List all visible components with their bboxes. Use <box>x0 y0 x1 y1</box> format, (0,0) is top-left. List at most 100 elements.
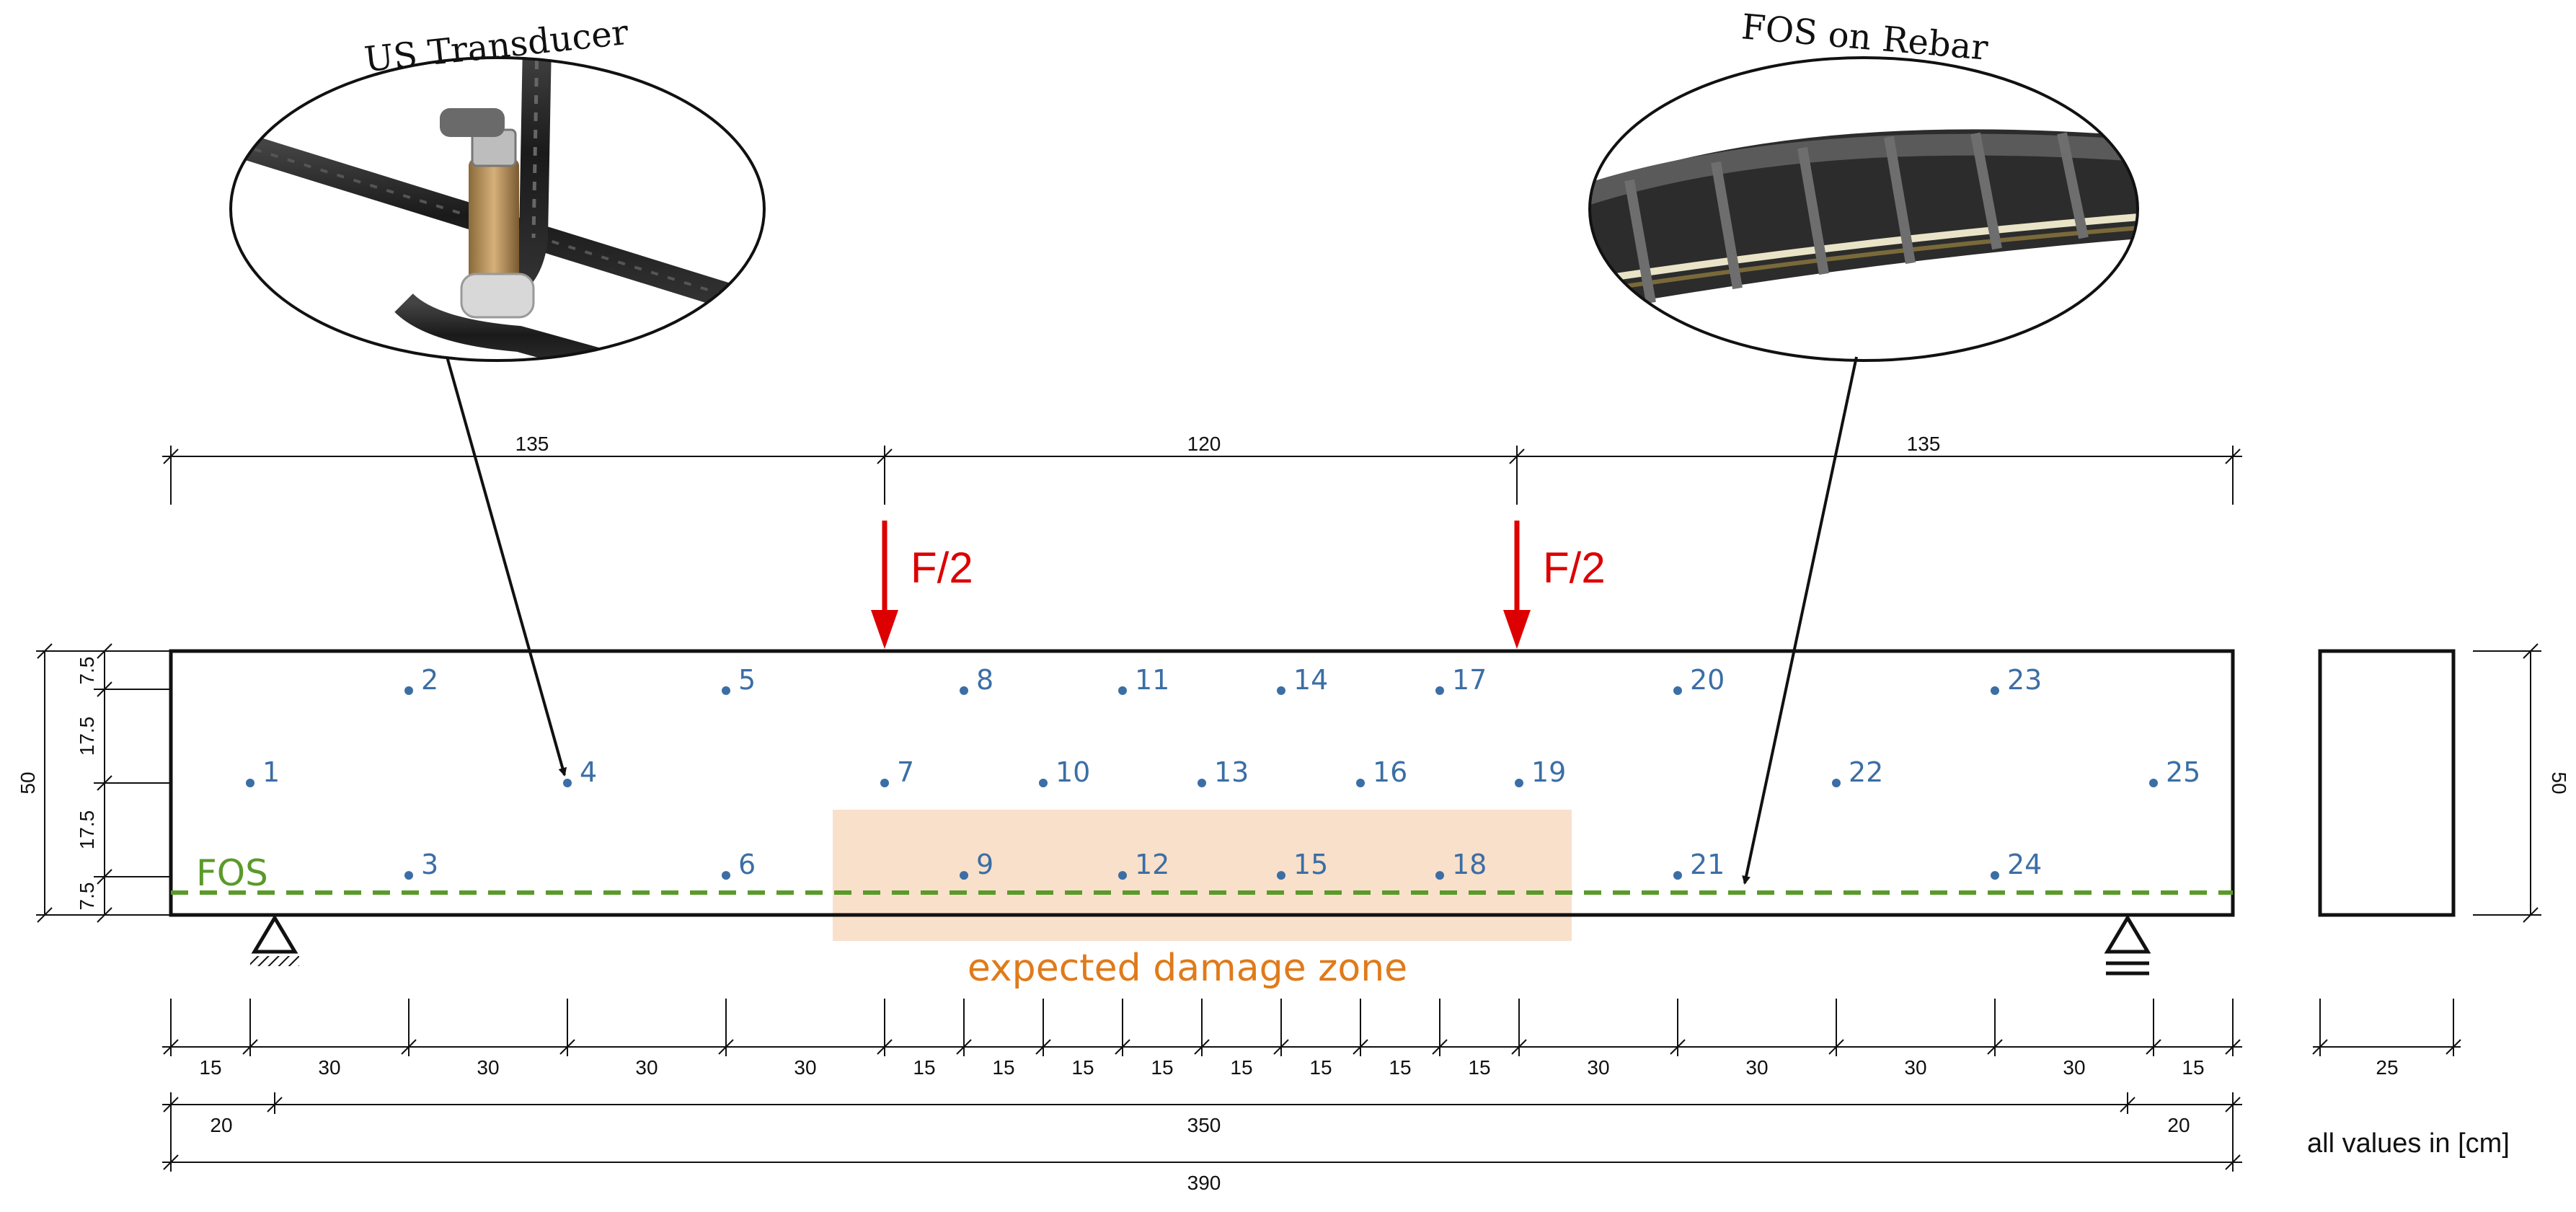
sensor-label-21: 21 <box>1690 849 1725 880</box>
damage-zone <box>833 810 1572 941</box>
load-left-label: F/2 <box>911 544 973 592</box>
sensor-label-18: 18 <box>1452 849 1487 880</box>
height-segment-2: 17.5 <box>76 717 98 756</box>
sensor-point-3 <box>404 871 413 880</box>
bottom-dimension-segment-11: 15 <box>1309 1056 1332 1079</box>
cross-section-outline <box>2318 649 2456 917</box>
sensor-label-13: 13 <box>1214 756 1249 788</box>
sensor-label-23: 23 <box>2007 664 2042 696</box>
sensor-label-17: 17 <box>1452 664 1487 696</box>
bottom-dimension-segment-7: 15 <box>992 1056 1014 1079</box>
height-total-left: 50 <box>17 771 39 794</box>
sensor-point-2 <box>404 686 413 695</box>
beam-outline <box>169 649 2235 917</box>
cross-section: 50 25 <box>2312 643 2570 1079</box>
height-segment-4: 7.5 <box>76 883 98 911</box>
load-right-label: F/2 <box>1543 544 1606 592</box>
left-height-dimensions: 50 7.5 17.5 17.5 7.5 <box>17 643 169 923</box>
sensor-point-15 <box>1277 871 1285 880</box>
damage-zone-label: expected damage zone <box>968 947 1407 990</box>
sensor-point-8 <box>960 686 968 695</box>
bottom-dimension-segment-1: 15 <box>199 1056 221 1079</box>
sensor-point-6 <box>722 871 730 880</box>
sensor-point-11 <box>1118 686 1127 695</box>
sensor-label-5: 5 <box>738 664 756 696</box>
sensor-point-19 <box>1515 779 1523 787</box>
bottom-dimension-segment-8: 15 <box>1071 1056 1094 1079</box>
top-dimension-1: 135 <box>515 433 549 455</box>
bottom-dimension-segment-6: 15 <box>913 1056 935 1079</box>
sensor-label-3: 3 <box>421 849 438 880</box>
bottom-dimension-350: 350 <box>1187 1114 1221 1136</box>
sensor-label-12: 12 <box>1135 849 1169 880</box>
sensor-point-4 <box>563 779 572 787</box>
us-transducer-callout: US Transducer <box>229 12 766 777</box>
fos-rebar-frame <box>1588 56 2139 362</box>
load-left: F/2 <box>871 521 973 649</box>
fos-label: FOS <box>196 852 268 894</box>
sensor-point-7 <box>880 779 889 787</box>
top-dimension-2: 120 <box>1187 433 1221 455</box>
height-segment-3: 17.5 <box>76 810 98 850</box>
units-note: all values in [cm] <box>2307 1128 2510 1159</box>
bottom-dimension-20-left: 20 <box>210 1114 232 1136</box>
sensor-point-14 <box>1277 686 1285 695</box>
top-dimension-3: 135 <box>1907 433 1941 455</box>
sensor-label-7: 7 <box>897 756 914 788</box>
us-transducer-frame <box>229 56 766 362</box>
fos-rebar-callout: FOS on Rebar <box>1588 6 2139 885</box>
us-transducer-photo <box>231 58 764 360</box>
bottom-dimension-segment-4: 30 <box>635 1056 658 1079</box>
bottom-dimension-segment-16: 30 <box>1904 1056 1926 1079</box>
sensor-point-21 <box>1673 871 1682 880</box>
sensor-label-16: 16 <box>1373 756 1407 788</box>
bottom-dimension-segment-15: 30 <box>1745 1056 1768 1079</box>
bottom-dimension-segment-10: 15 <box>1230 1056 1252 1079</box>
sensor-grid: 1234567891011121314151617181920212223242… <box>246 664 2200 880</box>
sensor-point-22 <box>1832 779 1841 787</box>
sensor-point-1 <box>246 779 254 787</box>
bottom-dimension-segment-12: 15 <box>1389 1056 1411 1079</box>
load-right: F/2 <box>1503 521 1606 649</box>
bottom-dimension-segment-13: 15 <box>1468 1056 1490 1079</box>
sensor-label-14: 14 <box>1293 664 1328 696</box>
sensor-label-25: 25 <box>2166 756 2200 788</box>
sensor-label-24: 24 <box>2007 849 2042 880</box>
sensor-label-19: 19 <box>1531 756 1566 788</box>
bottom-dimension-20-right: 20 <box>2167 1114 2190 1136</box>
bottom-dimension-390: 390 <box>1187 1172 1221 1194</box>
sensor-point-25 <box>2149 779 2158 787</box>
height-segment-1: 7.5 <box>76 657 98 685</box>
bottom-dimension-segment-17: 30 <box>2063 1056 2085 1079</box>
sensor-point-18 <box>1435 871 1444 880</box>
bottom-dimension-segment-14: 30 <box>1587 1056 1609 1079</box>
cross-section-height: 50 <box>2548 771 2570 794</box>
sensor-label-2: 2 <box>421 664 438 696</box>
sensor-point-9 <box>960 871 968 880</box>
top-dimension-chain: 135 120 135 <box>162 433 2242 505</box>
sensor-point-12 <box>1118 871 1127 880</box>
sensor-label-10: 10 <box>1055 756 1090 788</box>
sensor-label-11: 11 <box>1135 664 1169 696</box>
bottom-dimension-segment-3: 30 <box>477 1056 499 1079</box>
sensor-point-17 <box>1435 686 1444 695</box>
sensor-point-23 <box>1991 686 1999 695</box>
fos-rebar-pointer <box>1742 356 1858 885</box>
bottom-dimension-segment-9: 15 <box>1151 1056 1173 1079</box>
sensor-label-8: 8 <box>976 664 993 696</box>
sensor-label-22: 22 <box>1849 756 1883 788</box>
sensor-label-20: 20 <box>1690 664 1725 696</box>
bottom-dimension-segment-5: 30 <box>794 1056 816 1079</box>
sensor-label-1: 1 <box>262 756 280 788</box>
bottom-dimension-segment-18: 15 <box>2182 1056 2204 1079</box>
sensor-label-9: 9 <box>976 849 993 880</box>
sensor-label-15: 15 <box>1293 849 1328 880</box>
sensor-point-16 <box>1356 779 1365 787</box>
sensor-label-6: 6 <box>738 849 756 880</box>
sensor-point-20 <box>1673 686 1682 695</box>
cross-section-width: 25 <box>2376 1056 2398 1079</box>
us-transducer-pointer <box>446 356 567 777</box>
left-support-pin <box>250 914 299 966</box>
